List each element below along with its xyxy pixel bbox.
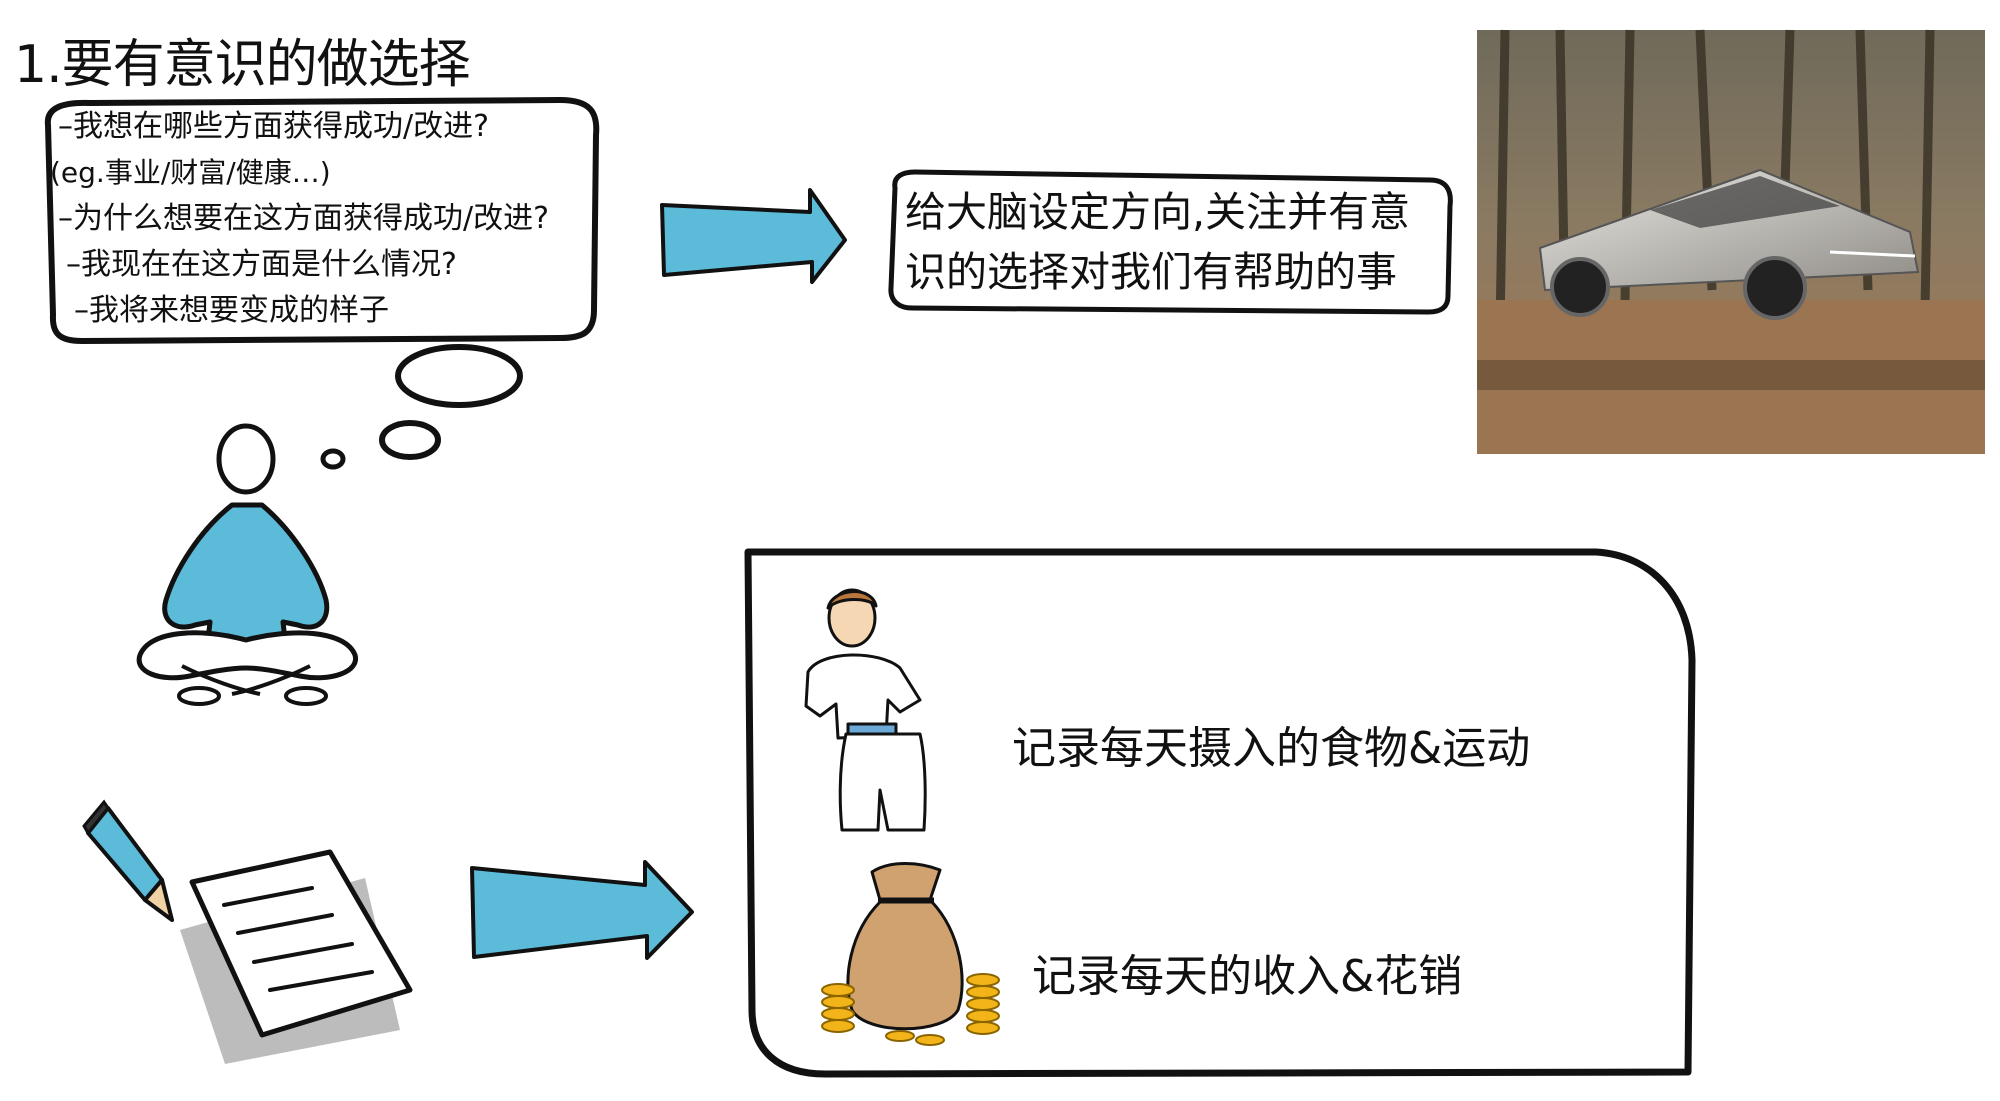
thought-line: –我想在哪些方面获得成功/改进? [58,104,549,150]
arrow-right-bottom [472,862,692,958]
brain-line: 给大脑设定方向,关注并有意 [905,182,1410,242]
thought-line: –我将来想要变成的样子 [74,288,549,334]
meditating-person-icon [139,426,355,704]
record-food-text: 记录每天摄入的食物&运动 [1012,712,1530,776]
thought-line: (eg.事业/财富/健康…) [50,150,549,196]
thought-questions: –我想在哪些方面获得成功/改进? (eg.事业/财富/健康…) –为什么想要在这… [58,104,549,334]
pencil-and-paper-icon [84,802,410,1064]
brain-line: 识的选择对我们有帮助的事 [905,242,1410,302]
record-money-text: 记录每天的收入&花销 [1032,940,1462,1004]
arrow-right-top [662,190,845,282]
thought-line: –为什么想要在这方面获得成功/改进? [58,196,549,242]
thought-line: –我现在在这方面是什么情况? [66,242,549,288]
cybertruck-photo [1477,30,1985,454]
page-title: 1.要有意识的做选择 [14,22,470,97]
brain-direction-text: 给大脑设定方向,关注并有意 识的选择对我们有帮助的事 [905,182,1410,302]
